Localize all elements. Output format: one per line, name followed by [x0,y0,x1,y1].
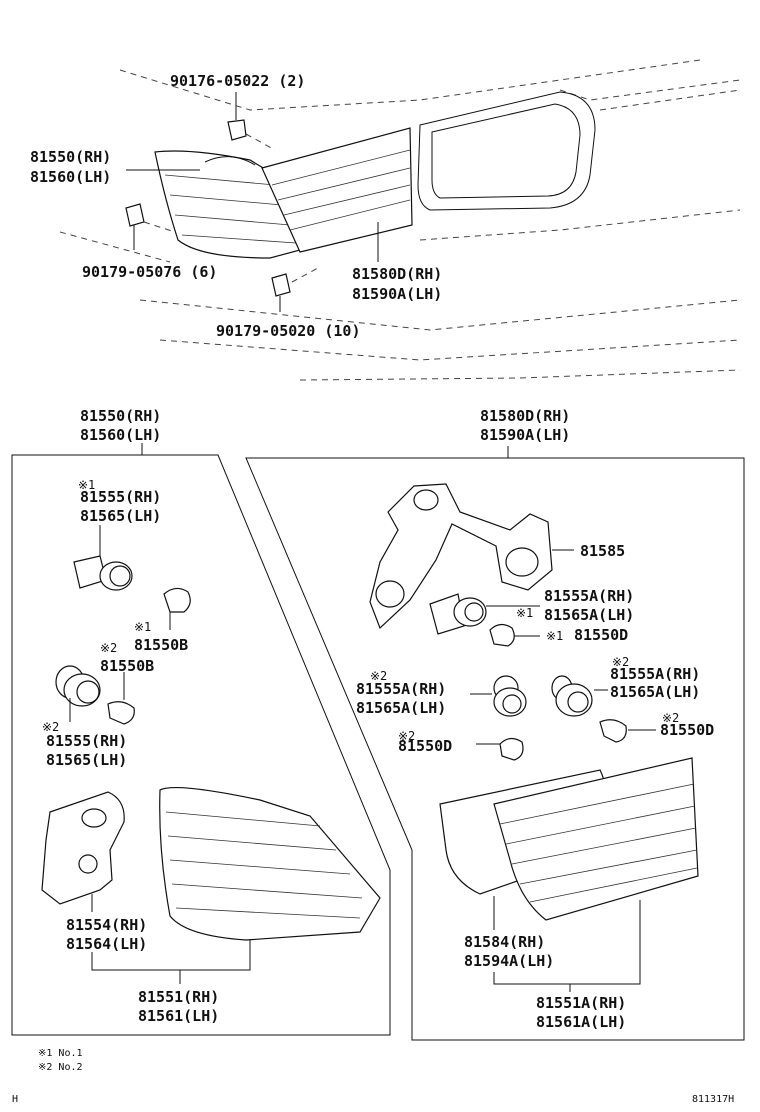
socket-b-icon [470,675,527,717]
lamp-rh-label: 81550(RH) [30,148,111,166]
lens-lh: 81561(LH) [138,1007,219,1025]
lens-a-lh: 81561A(LH) [536,1013,626,1031]
gasket-lh: 81564(LH) [66,935,147,953]
note-2: ※2 No.2 [38,1062,83,1073]
socket-a-icon [429,593,540,635]
socket-a-rh: 81555A(RH) [544,587,634,605]
lamp-lh-label: 81560(LH) [30,168,111,186]
bulb-b-mark: ※2 [398,729,415,743]
socket-c-mark: ※2 [612,655,629,669]
lens-a-rh: 81551A(RH) [536,994,626,1012]
socket-c-icon [551,675,608,717]
socket-b-lh: 81565A(LH) [356,699,446,717]
socket-a-lh: 81565A(LH) [544,606,634,624]
gasket-icon [41,791,125,912]
socket-c-rh: 81555A(RH) [610,665,700,683]
right-box-frame [245,446,745,1041]
inner-lh-label: 81590A(LH) [352,285,442,303]
socket-b-rh: 81555A(RH) [356,680,446,698]
bulb-c-label: 81550D [660,721,714,739]
left-title-rh: 81550(RH) [80,407,161,425]
lens-bracket [91,940,251,971]
top-leaders [126,92,379,312]
socket-a-mark: ※1 [516,606,533,620]
socket-1-rh: 81555(RH) [80,488,161,506]
bulb-a-mark: ※1 [546,629,563,643]
bulb-c-icon [599,719,656,743]
bulb-1-label: 81550B [134,636,188,654]
inner-tail-lamp-assembly [261,127,413,253]
socket-b-mark: ※2 [370,669,387,683]
lens-a-bracket [493,900,641,985]
bulb-2-icon [107,672,135,725]
lens-icon [159,786,381,941]
socket-2-lh: 81565(LH) [46,751,127,769]
socket-c-lh: 81565A(LH) [610,683,700,701]
clip-bottom-label: 90179-05020 (10) [216,322,361,340]
bulb-b-label: 81550D [398,737,452,755]
bracket-icon [369,483,574,630]
socket-2-rh: 81555(RH) [46,732,127,750]
gasket-rh: 81554(RH) [66,916,147,934]
bulb-1-mark: ※1 [134,620,151,634]
right-title-lh: 81590A(LH) [480,426,570,444]
note-1: ※1 No.1 [38,1048,83,1059]
left-box-frame [11,443,391,1036]
gasket-a-lh: 81594A(LH) [464,952,554,970]
outer-tail-lamp-assembly [154,150,301,259]
socket-2-mark: ※2 [42,720,59,734]
socket-2-icon [55,665,101,722]
clip-left-label: 90179-05076 (6) [82,263,217,281]
socket-1-icon [73,525,133,591]
vehicle-body-outline [59,59,741,381]
right-title-rh: 81580D(RH) [480,407,570,425]
trunk-lid-panel [417,91,596,211]
left-title-lh: 81560(LH) [80,426,161,444]
socket-1-mark: ※1 [78,478,95,492]
bulb-b-icon [476,737,524,761]
bulb-a-icon [489,623,540,647]
footer-left: H [12,1094,18,1105]
lens-rh: 81551(RH) [138,988,219,1006]
socket-1-lh: 81565(LH) [80,507,161,525]
bulb-1-icon [163,587,191,630]
bulb-a-label: 81550D [574,626,628,644]
lens-a-icon [493,757,699,921]
bulb-2-label: 81550B [100,657,154,675]
footer-right: 811317H [692,1094,734,1105]
inner-rh-label: 81580D(RH) [352,265,442,283]
gasket-a-rh: 81584(RH) [464,933,545,951]
bracket-label: 81585 [580,542,625,560]
bulb-c-mark: ※2 [662,711,679,725]
clip-top-label: 90176-05022 (2) [170,72,305,90]
bulb-2-mark: ※2 [100,641,117,655]
